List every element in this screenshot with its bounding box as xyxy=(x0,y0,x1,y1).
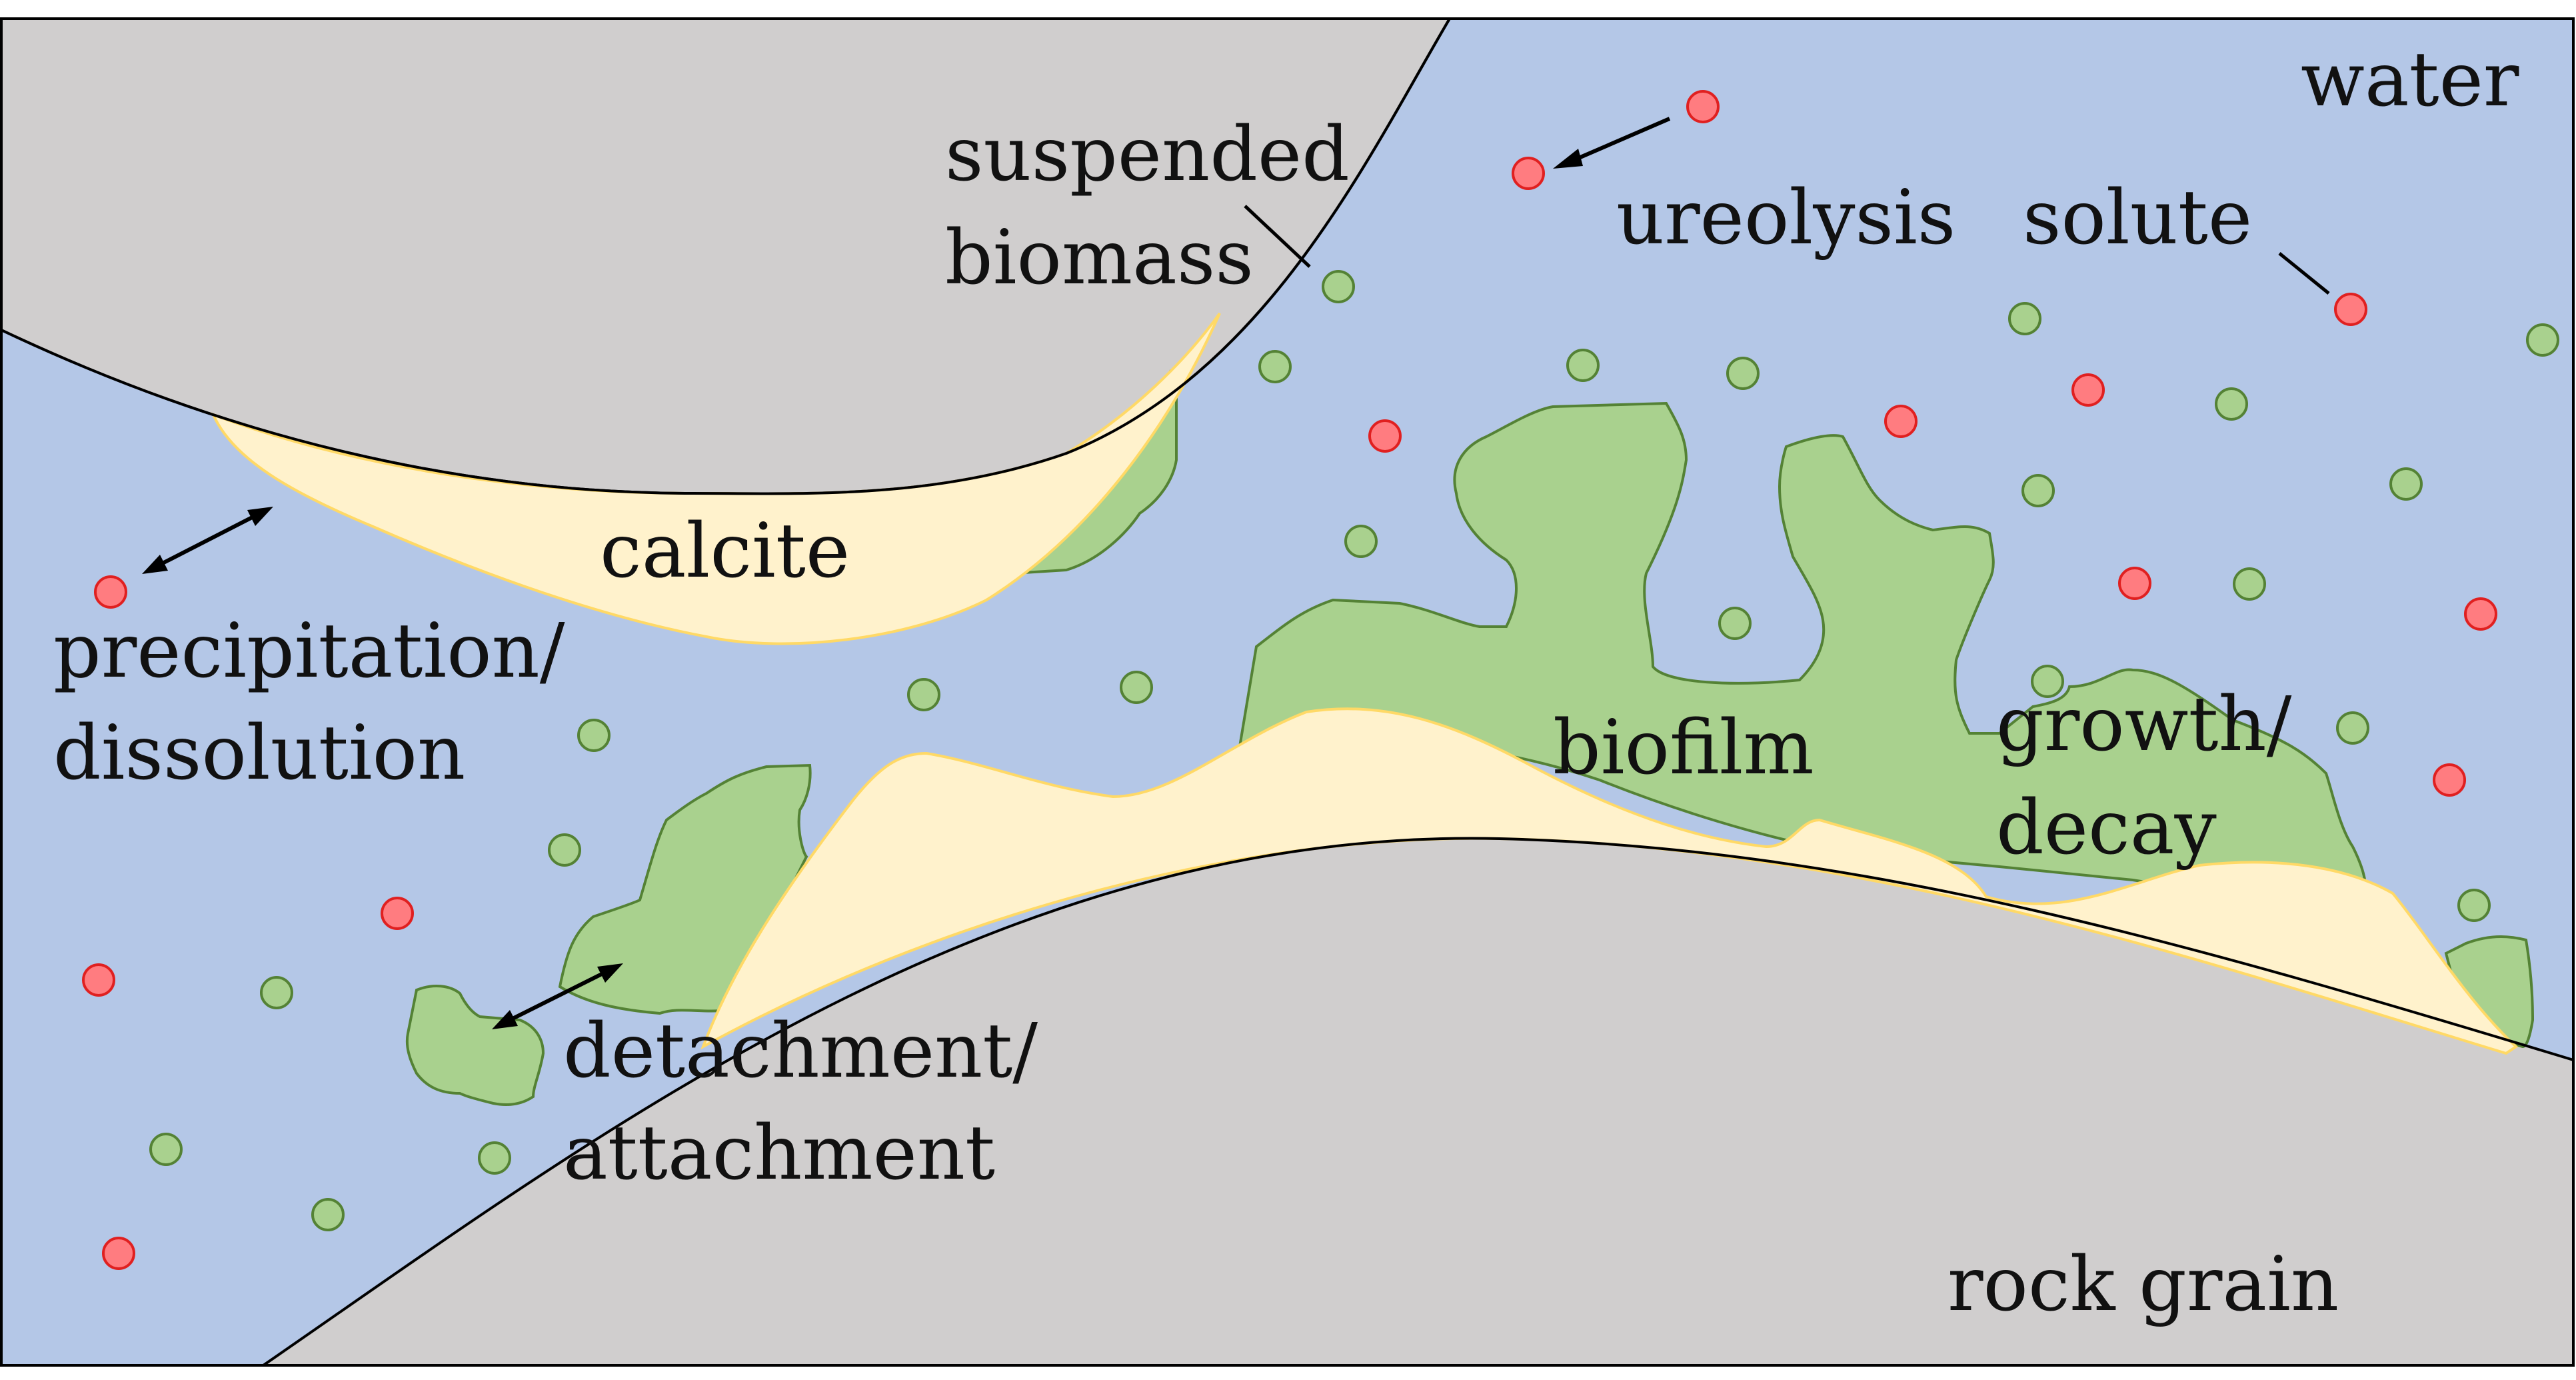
growth-label-line1: growth/ xyxy=(1996,681,2292,768)
lower-rock-grain xyxy=(263,838,2573,1365)
biomass-particle xyxy=(1258,350,1292,383)
solute-particle xyxy=(2118,567,2151,600)
biomass-particle xyxy=(2457,889,2491,922)
biomass-particle xyxy=(1566,349,1600,382)
biomass-particle xyxy=(1726,357,1760,390)
ureolysis-arrow xyxy=(1553,117,1671,169)
biomass-particle xyxy=(548,833,581,867)
biomass-particle xyxy=(149,1133,183,1166)
biomass-particle xyxy=(577,719,611,752)
solute-particle xyxy=(1512,157,1545,190)
precipitation-label-line1: precipitation/ xyxy=(53,608,565,695)
solute-particle xyxy=(82,963,115,997)
diagram-frame xyxy=(0,17,2575,1367)
biomass-particle xyxy=(478,1141,511,1175)
biomass-particle xyxy=(2336,711,2369,745)
detachment-label-line2: attachment xyxy=(563,1110,995,1197)
detachment-label-line1: detachment/ xyxy=(563,1008,1038,1095)
biofilm-main xyxy=(1238,401,2368,909)
solute-particle xyxy=(2071,373,2105,407)
biomass-particle xyxy=(2526,323,2559,357)
biomass-particle xyxy=(2389,467,2423,501)
solute-particle xyxy=(2464,597,2497,631)
biofilm-label: biofilm xyxy=(1553,705,1814,791)
particles xyxy=(82,90,2559,1270)
solute-particle xyxy=(381,897,414,930)
solute-leader xyxy=(2278,252,2330,295)
biomass-particle xyxy=(311,1198,345,1231)
lower-rock-outline xyxy=(262,837,2574,1367)
detachment-arrow xyxy=(492,963,623,1029)
precipitation-arrow xyxy=(142,507,273,574)
biomass-particle xyxy=(2021,474,2055,507)
biomass-particle xyxy=(907,678,940,711)
solute-particle xyxy=(1884,405,1918,438)
detached-biofilm-blob xyxy=(405,985,545,1106)
solute-particle xyxy=(94,575,127,609)
biomass-particle xyxy=(2031,665,2064,698)
biomass-particle xyxy=(1718,607,1752,640)
biomass-particle xyxy=(260,976,293,1009)
suspended-biomass-leader xyxy=(1244,205,1311,268)
biomass-particle xyxy=(2008,302,2041,335)
calcite-label: calcite xyxy=(600,508,850,595)
suspended-biomass-label-line2: biomass xyxy=(945,215,1254,301)
suspended-biomass-label-line1: suspended xyxy=(945,111,1350,198)
upper-rock-outline xyxy=(1,17,1451,495)
solute-particle xyxy=(1686,90,1720,123)
precipitation-label-line2: dissolution xyxy=(53,710,465,797)
solute-particle xyxy=(102,1237,135,1270)
ureolysis-label: ureolysis xyxy=(1616,175,1955,261)
solute-particle xyxy=(2433,763,2466,797)
solute-label: solute xyxy=(2023,175,2252,261)
rock-grain-label: rock grain xyxy=(1947,1241,2339,1328)
biomass-particle xyxy=(2233,567,2266,601)
biomass-particle xyxy=(1120,671,1153,704)
biomass-particle xyxy=(2215,387,2248,421)
growth-label-line2: decay xyxy=(1996,785,2217,871)
solute-particle xyxy=(1368,419,1402,453)
calcite-lower xyxy=(700,707,2519,1055)
solute-particle xyxy=(2334,293,2367,326)
biomass-particle xyxy=(1322,270,1355,303)
water-label: water xyxy=(2301,37,2519,123)
biomass-particle xyxy=(1344,525,1378,558)
